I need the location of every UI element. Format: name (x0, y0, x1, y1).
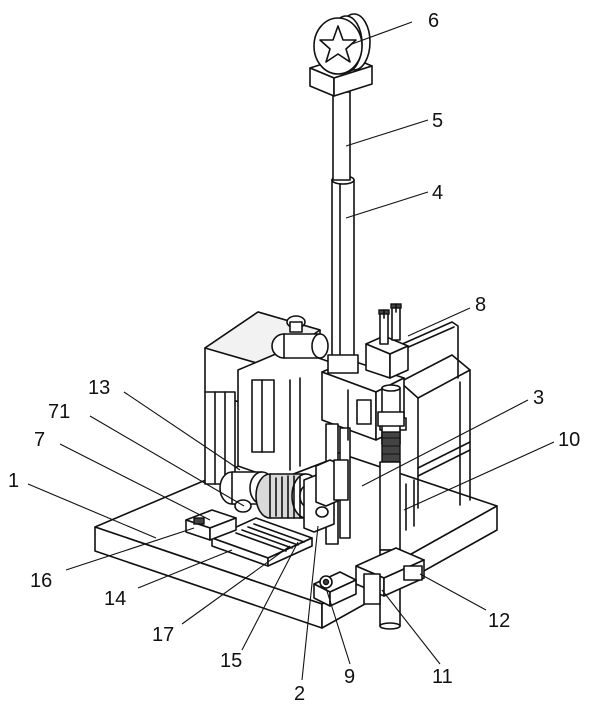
clamp-block (355, 547, 425, 605)
label-14: 14 (104, 588, 126, 610)
gear-assembly (219, 459, 349, 533)
label-13: 13 (88, 377, 110, 399)
label-4: 4 (432, 182, 443, 204)
label-1: 1 (8, 470, 19, 492)
mast (327, 91, 359, 374)
label-10: 10 (558, 429, 580, 451)
label-71: 71 (48, 401, 70, 423)
label-16: 16 (30, 570, 52, 592)
part-labels: 6 5 4 8 13 71 7 3 10 1 16 14 12 17 15 9 … (8, 10, 580, 705)
label-6: 6 (428, 10, 439, 32)
label-2: 2 (294, 683, 305, 705)
pulley-head (309, 13, 373, 97)
label-15: 15 (220, 650, 242, 672)
label-3: 3 (533, 387, 544, 409)
label-8: 8 (475, 294, 486, 316)
label-5: 5 (432, 110, 443, 132)
label-9: 9 (344, 666, 355, 688)
right-frame (393, 321, 471, 541)
label-7: 7 (34, 429, 45, 451)
rear-housing (204, 311, 331, 491)
label-12: 12 (488, 610, 510, 632)
top-block (365, 303, 409, 379)
base-bracket (313, 571, 357, 607)
leader-lines (27, 21, 555, 681)
label-11: 11 (432, 666, 453, 688)
label-17: 17 (152, 624, 174, 646)
